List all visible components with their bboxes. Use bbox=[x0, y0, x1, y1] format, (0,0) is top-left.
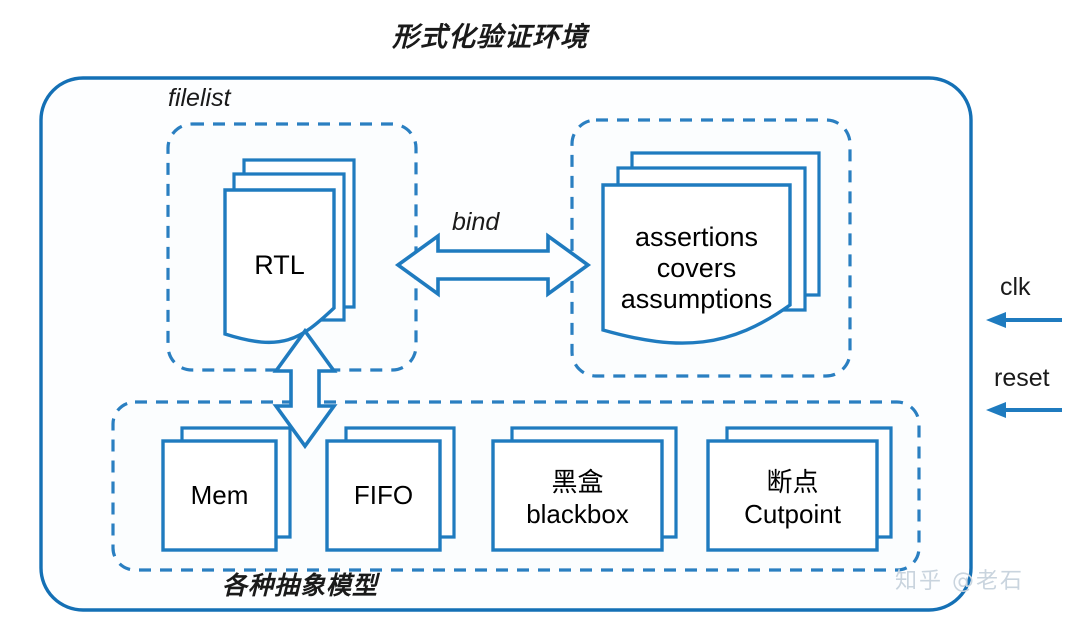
bind-connector-label: bind bbox=[452, 208, 500, 236]
cutpoint-box-line-2: Cutpoint bbox=[744, 498, 841, 529]
fifo-box-label: FIFO bbox=[327, 441, 440, 550]
clk-arrow bbox=[986, 312, 1062, 328]
blackbox-box-line-1: 黑盒 bbox=[551, 466, 604, 497]
diagram-title: 形式化验证环境 bbox=[392, 22, 588, 52]
fifo-box-front bbox=[325, 439, 442, 552]
blackbox-box-label: 黑盒 blackbox bbox=[493, 441, 662, 550]
cutpoint-box-stack bbox=[706, 426, 893, 552]
filelist-group-label: filelist bbox=[168, 84, 231, 112]
cutpoint-box-line-1: 断点 bbox=[766, 466, 819, 497]
blackbox-box-stack bbox=[491, 426, 678, 552]
cutpoint-box-front bbox=[706, 439, 879, 552]
mem-box-line-1: Mem bbox=[190, 480, 249, 510]
properties-document-line-3: assumptions bbox=[620, 283, 773, 314]
clk-signal-label: clk bbox=[1000, 273, 1031, 301]
blackbox-box-front bbox=[491, 439, 664, 552]
fifo-box-line-1: FIFO bbox=[353, 480, 414, 510]
rtl-document-label: RTL bbox=[225, 240, 334, 290]
properties-sheet-front bbox=[601, 183, 792, 345]
reset-arrow bbox=[986, 402, 1062, 418]
abstractions-group-label: 各种抽象模型 bbox=[222, 572, 379, 600]
blackbox-box-line-2: blackbox bbox=[526, 498, 629, 529]
rtl-document-line-1: RTL bbox=[254, 249, 305, 280]
rtl-abstraction-double-arrow[interactable] bbox=[272, 327, 338, 450]
bind-double-arrow[interactable] bbox=[394, 232, 592, 298]
rtl-document-stack bbox=[223, 158, 356, 345]
reset-signal-label: reset bbox=[994, 364, 1050, 392]
properties-document-label: assertions covers assumptions bbox=[603, 218, 790, 318]
fifo-box-stack bbox=[325, 426, 456, 552]
properties-document-line-1: assertions bbox=[634, 221, 759, 252]
mem-box-front bbox=[161, 439, 278, 552]
mem-box-stack bbox=[161, 426, 292, 552]
rtl-sheet-front bbox=[223, 188, 336, 345]
cutpoint-box-label: 断点 Cutpoint bbox=[708, 441, 877, 550]
mem-box-label: Mem bbox=[163, 441, 276, 550]
watermark-text: 知乎 @老石 bbox=[895, 569, 1024, 594]
properties-document-line-2: covers bbox=[656, 252, 737, 283]
properties-document-stack bbox=[601, 151, 821, 345]
